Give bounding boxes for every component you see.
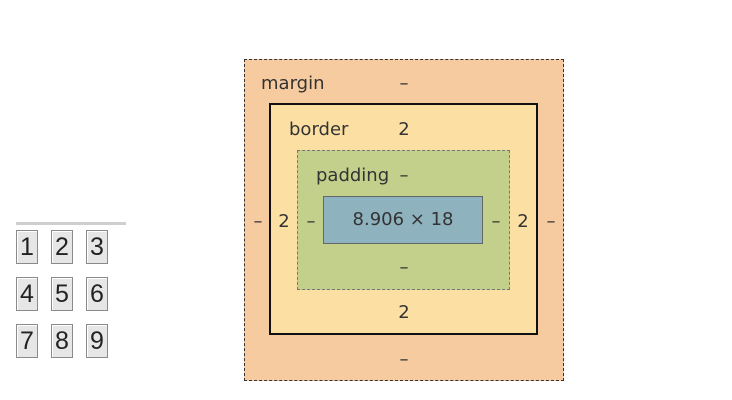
- content-box[interactable]: [323, 196, 483, 244]
- key-5[interactable]: 5: [51, 277, 73, 311]
- padding-right-value[interactable]: –: [491, 211, 501, 232]
- key-6[interactable]: 6: [86, 277, 108, 311]
- border-left-value[interactable]: 2: [278, 211, 290, 232]
- padding-label: padding: [316, 165, 390, 186]
- border-top-value[interactable]: 2: [398, 119, 410, 140]
- key-9[interactable]: 9: [86, 324, 108, 358]
- border-label: border: [289, 119, 349, 140]
- padding-top-value[interactable]: –: [399, 165, 409, 186]
- margin-top-value[interactable]: –: [399, 73, 409, 94]
- key-2[interactable]: 2: [51, 230, 73, 264]
- key-7[interactable]: 7: [16, 324, 38, 358]
- key-4[interactable]: 4: [16, 277, 38, 311]
- border-right-value[interactable]: 2: [517, 211, 529, 232]
- keypad-top-rule: [16, 222, 126, 225]
- margin-label: margin: [261, 73, 325, 94]
- margin-bottom-value[interactable]: –: [399, 349, 409, 370]
- key-1[interactable]: 1: [16, 230, 38, 264]
- padding-left-value[interactable]: –: [306, 211, 316, 232]
- margin-right-value[interactable]: –: [546, 211, 556, 232]
- key-3[interactable]: 3: [86, 230, 108, 264]
- border-bottom-value[interactable]: 2: [398, 302, 410, 323]
- margin-left-value[interactable]: –: [253, 211, 263, 232]
- key-8[interactable]: 8: [51, 324, 73, 358]
- padding-bottom-value[interactable]: –: [399, 257, 409, 278]
- content-size[interactable]: 8.906 × 18: [352, 209, 454, 230]
